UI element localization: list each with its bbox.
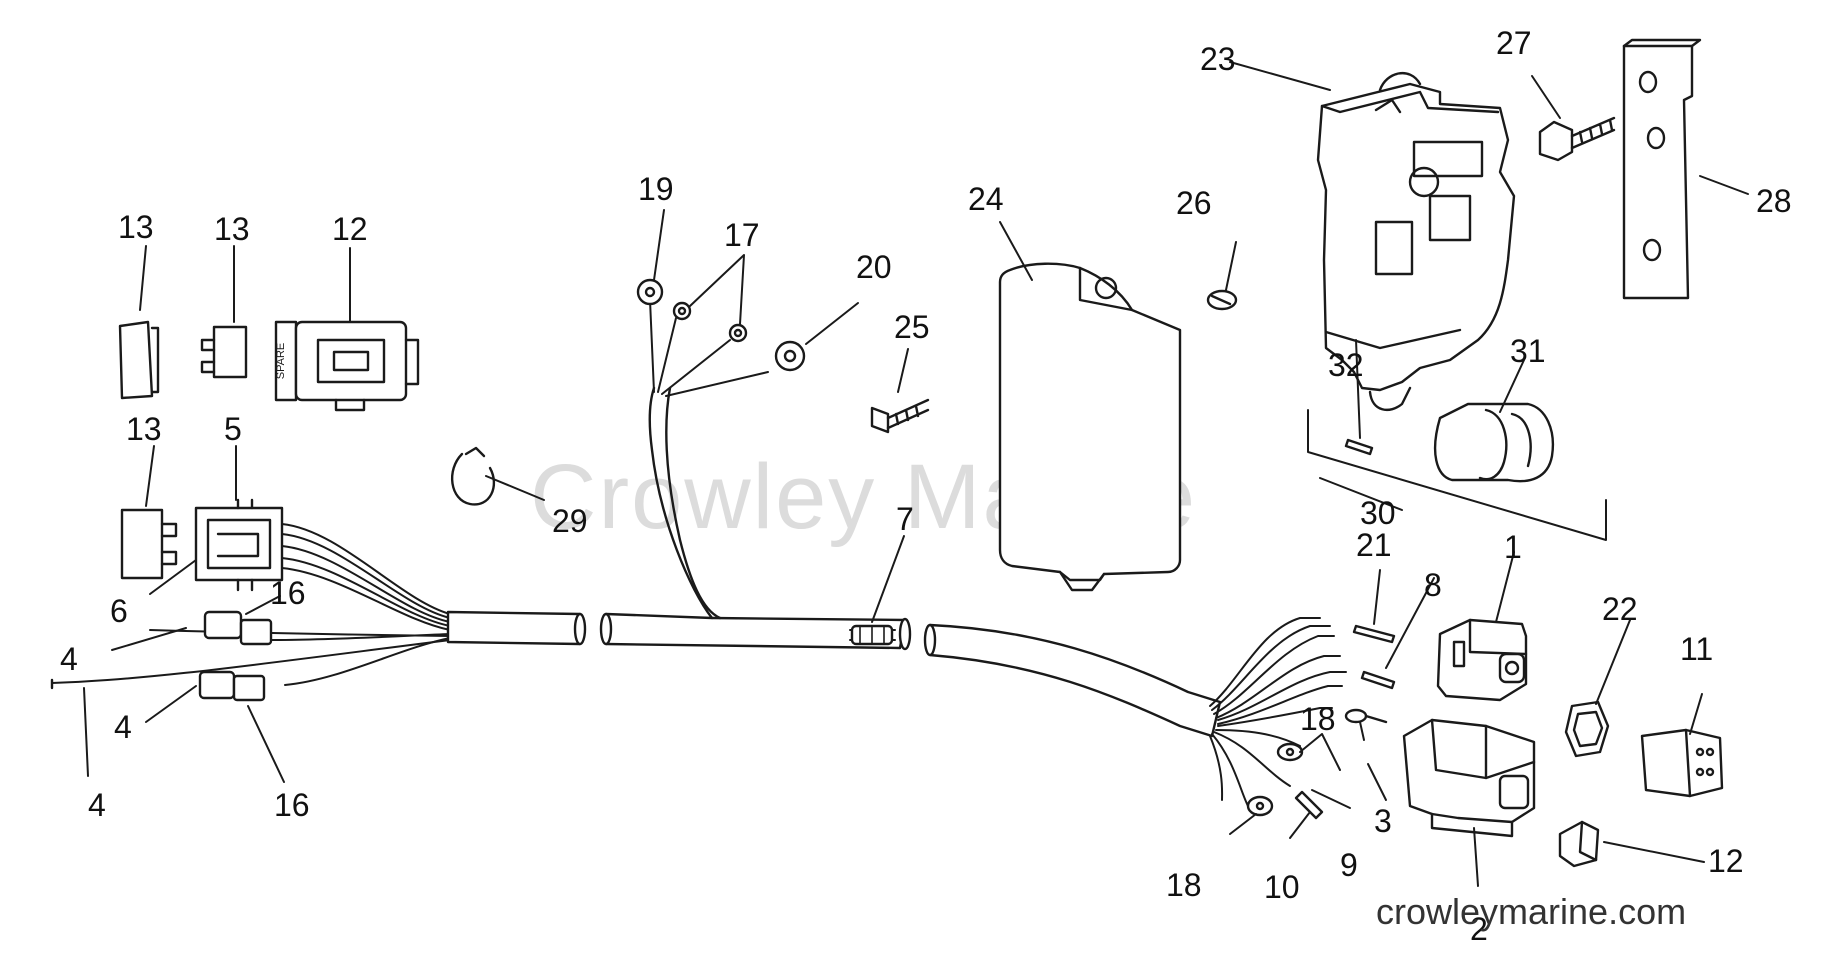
callout-18a: 18: [1300, 701, 1336, 737]
bracket-23: [1316, 71, 1516, 412]
ring-terminal-20: [774, 340, 806, 372]
pin-32: [1344, 438, 1374, 456]
callout-14: 12: [332, 211, 368, 247]
callout-31: 31: [1510, 333, 1546, 369]
branch-wires: [649, 299, 769, 397]
callout-19: 19: [638, 171, 674, 207]
callout-1: 1: [1504, 529, 1522, 565]
callout-18b: 18: [1166, 867, 1202, 903]
callout-20: 20: [856, 249, 892, 285]
callout-26: 26: [1176, 185, 1212, 221]
ring-terminal-17b: [728, 323, 748, 343]
lock-12: [1558, 820, 1600, 868]
callout-9: 9: [1340, 847, 1358, 883]
callout-13-lower: 13: [126, 411, 162, 447]
callout-4a: 4: [60, 641, 78, 677]
main-harness-middle: [599, 386, 912, 651]
callout-17: 17: [724, 217, 760, 253]
ring-terminal-18-lower: [1246, 795, 1274, 817]
seal-22: [1564, 700, 1610, 758]
svg-text:SPARE: SPARE: [275, 343, 287, 379]
ring-terminal-18-upper: [1276, 742, 1304, 762]
callout-4c: 4: [88, 787, 106, 823]
bullet-connector-16-lower: [198, 670, 266, 702]
callout-21: 21: [1356, 527, 1392, 563]
callout-29: 29: [552, 503, 588, 539]
bullet-connector-16-upper: [203, 610, 273, 646]
plug-31: [1433, 402, 1555, 483]
ecu-module-24: [998, 262, 1182, 592]
callout-8: 8: [1424, 567, 1442, 603]
callout-6: 6: [110, 593, 128, 629]
callout-4b: 4: [114, 709, 132, 745]
left-harness-wires: [51, 523, 451, 686]
right-fanout-wires: [1209, 617, 1347, 807]
connector-1: [1436, 618, 1528, 702]
screw-25: [870, 398, 930, 434]
site-url: crowleymarine.com: [1376, 891, 1686, 932]
callout-16a: 16: [270, 575, 306, 611]
bolt-27: [1538, 116, 1616, 162]
callout-24: 24: [968, 181, 1004, 217]
bullet-terminal-10: [1294, 790, 1324, 820]
plate-28: [1622, 38, 1702, 300]
main-harness-right: [923, 623, 1222, 738]
terminal-pin-21: [1352, 624, 1396, 644]
fuse-cap-15: [118, 320, 160, 400]
screw-26: [1206, 289, 1238, 311]
callout-23: 23: [1200, 41, 1236, 77]
callout-3: 3: [1374, 803, 1392, 839]
callout-32: 32: [1328, 347, 1364, 383]
terminal-3: [1344, 708, 1388, 724]
callout-2: 2: [1470, 911, 1488, 947]
callout-25: 25: [894, 309, 930, 345]
fuse-holder-14: SPARE: [274, 320, 420, 412]
fuse-13-upper: [200, 325, 248, 379]
callout-10: 10: [1264, 869, 1300, 905]
callout-16b: 16: [274, 787, 310, 823]
bracket-30-line: [1307, 409, 1607, 541]
ring-terminal-19: [636, 278, 664, 306]
callout-13-upper: 13: [214, 211, 250, 247]
callout-12: 12: [1708, 843, 1744, 879]
receptacle-11: [1640, 728, 1724, 798]
clamp-29: [450, 446, 496, 506]
callout-5: 5: [224, 411, 242, 447]
ring-terminal-17a: [672, 301, 692, 321]
callout-27: 27: [1496, 25, 1532, 61]
callouts: 13 13 12 13 5 6 4 16 4 16 4 19 17 20 25 …: [60, 25, 1792, 947]
callout-15: 13: [118, 209, 154, 245]
leader-lines: [83, 61, 1749, 887]
terminal-pin-8: [1360, 670, 1396, 690]
connector-2: [1402, 718, 1536, 838]
fuse-holder-5: [194, 498, 284, 592]
callout-30: 30: [1360, 495, 1396, 531]
callout-28: 28: [1756, 183, 1792, 219]
callout-11: 11: [1680, 631, 1713, 667]
main-harness-left: [446, 610, 587, 646]
callout-7: 7: [896, 501, 914, 537]
fuse-13-lower: [120, 508, 178, 580]
callout-22: 22: [1602, 591, 1638, 627]
